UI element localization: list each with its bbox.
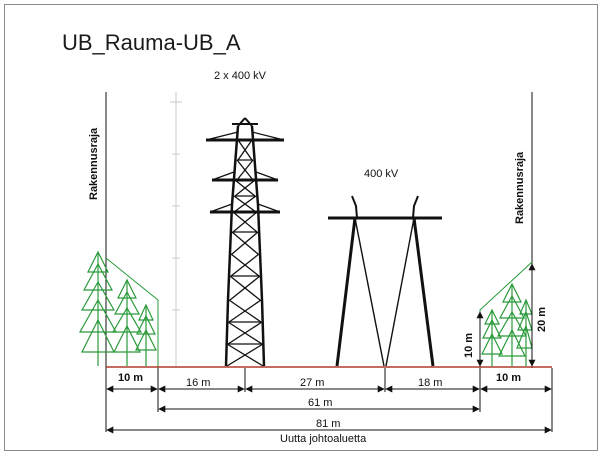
dim-left-edge: 10 m xyxy=(118,372,144,384)
left-trees xyxy=(78,250,157,366)
lattice-tower xyxy=(205,117,285,367)
left-building-line-label: Rakennusraja xyxy=(88,127,100,200)
diagram-frame xyxy=(4,4,598,451)
height-20m-label: 20 m xyxy=(536,306,548,332)
diagram-title: UB_Rauma-UB_A xyxy=(62,30,241,55)
dim-27m: 27 m xyxy=(300,377,325,389)
lattice-tower-label: 2 x 400 kV xyxy=(214,70,266,82)
dimension-lines xyxy=(105,368,553,434)
portal-tower-label: 400 kV xyxy=(364,168,399,180)
dim-61m: 61 m xyxy=(308,397,333,409)
portal-tower xyxy=(328,195,442,367)
dim-81m: 81 m xyxy=(316,418,341,430)
right-trees xyxy=(481,282,533,366)
height-scale xyxy=(170,92,182,368)
height-10m-label: 10 m xyxy=(463,332,475,358)
dim-16m: 16 m xyxy=(186,377,211,389)
left-tree-clearance xyxy=(105,257,159,368)
dim-18m: 18 m xyxy=(418,377,443,389)
dim-right-edge: 10 m xyxy=(496,372,522,384)
right-building-line-label: Rakennusraja xyxy=(514,151,526,224)
corridor-caption: Uutta johtoaluetta xyxy=(280,433,367,445)
